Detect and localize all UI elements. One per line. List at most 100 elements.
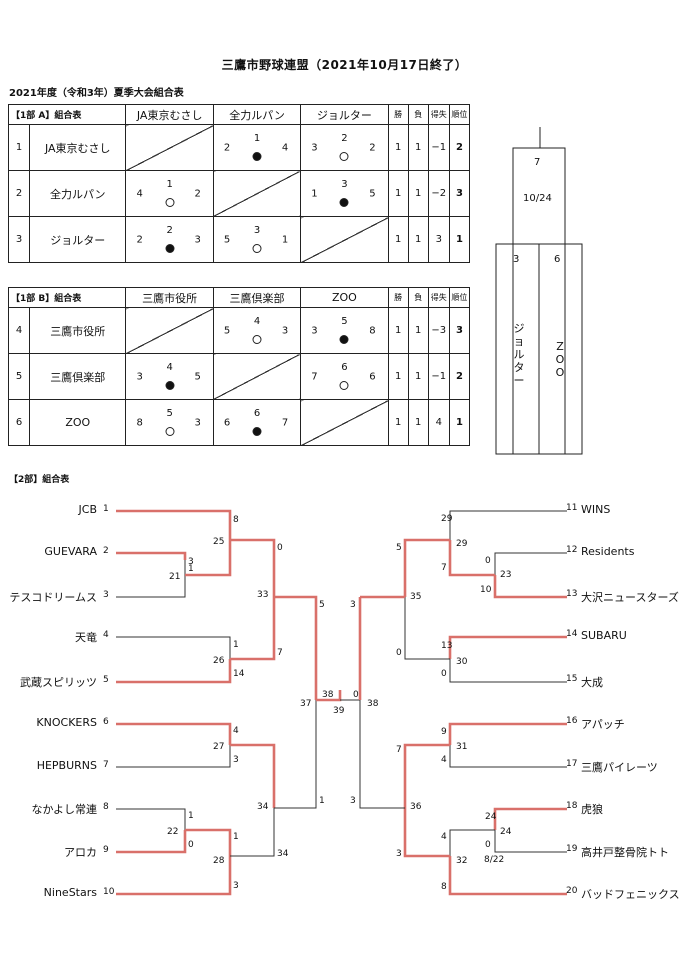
match-score-right: 6 bbox=[369, 371, 376, 382]
tournament-subtitle: 2021年度（令和3年）夏季大会組合表 bbox=[9, 88, 184, 99]
winner-path bbox=[493, 807, 567, 830]
match-cell: 3 5 1 bbox=[212, 216, 302, 263]
match-score-right: 2 bbox=[194, 188, 201, 199]
match-score: 24 bbox=[485, 812, 497, 822]
match-score-left: 5 bbox=[223, 325, 231, 336]
match-score-right: 1 bbox=[281, 234, 289, 245]
match-game-number: 4 bbox=[166, 362, 173, 373]
rank-value: 2 bbox=[448, 124, 471, 171]
winner-path bbox=[116, 830, 187, 854]
loss-mark-icon bbox=[165, 427, 175, 436]
bracket-line bbox=[230, 808, 275, 857]
left-team-name: HEPBURNS bbox=[36, 759, 97, 772]
match-score-left: 6 bbox=[223, 417, 231, 428]
match-score: 1 bbox=[233, 832, 239, 842]
match-score-left: 2 bbox=[136, 234, 143, 245]
loss-mark-icon bbox=[252, 335, 262, 344]
left-team-name: テスコドリームス bbox=[9, 591, 97, 604]
game-number: 22 bbox=[167, 827, 179, 837]
losses-value: 1 bbox=[407, 216, 429, 263]
bracket-line bbox=[116, 636, 231, 659]
match-score: 38 bbox=[322, 690, 334, 700]
winner-path bbox=[230, 538, 276, 597]
team-name: JA東京むさし bbox=[29, 124, 127, 171]
match-game-number: 5 bbox=[166, 408, 173, 419]
group-b-col-2: 三鷹倶楽部 bbox=[212, 287, 302, 308]
match-score: 3 bbox=[188, 557, 194, 567]
bracket-line bbox=[449, 659, 567, 683]
match-score: 10 bbox=[480, 585, 492, 595]
match-score: 3 bbox=[233, 881, 239, 891]
right-team-name: バッドフェニックス bbox=[581, 888, 680, 901]
left-team-name: KNOCKERS bbox=[36, 716, 97, 729]
game-number: 39 bbox=[333, 706, 345, 716]
match-score: 7 bbox=[396, 745, 402, 755]
match-score: 14 bbox=[233, 669, 245, 679]
game-number: 26 bbox=[213, 656, 225, 666]
match-game-number: 2 bbox=[341, 133, 348, 144]
right-team-number: 18 bbox=[566, 801, 578, 811]
left-team-number: 2 bbox=[103, 546, 109, 556]
group-a-table: 【1部 A】組合表 JA東京むさし 全力ルパン ジョルター 勝 負 得失 順位 … bbox=[7, 104, 471, 263]
page-title: 三鷹市野球連盟（2021年10月17日終了） bbox=[221, 58, 468, 72]
group-a-col-2: 全力ルパン bbox=[212, 104, 302, 125]
winner-path bbox=[448, 722, 567, 745]
match-score: 3 bbox=[396, 849, 402, 859]
match-game-number: 5 bbox=[341, 316, 348, 327]
final-right-score: 6 bbox=[554, 254, 561, 265]
self-match-cell bbox=[212, 170, 302, 217]
match-score: 7 bbox=[277, 648, 283, 658]
match-score: 8 bbox=[233, 515, 239, 525]
match-score: 0 bbox=[485, 840, 491, 850]
self-match-cell bbox=[125, 124, 214, 171]
group-b-col-3: ZOO bbox=[300, 287, 389, 308]
match-score-right: 4 bbox=[281, 142, 289, 153]
left-team-name: GUEVARA bbox=[44, 545, 97, 558]
right-team-name: 大成 bbox=[581, 676, 603, 689]
rank-value: 1 bbox=[448, 399, 471, 446]
right-team-name: 大沢ニュースターズ bbox=[581, 591, 679, 604]
final-date: 10/24 bbox=[523, 193, 552, 204]
match-score: 3 bbox=[350, 600, 356, 610]
match-game-number: 3 bbox=[253, 225, 261, 236]
right-team-name: 高井戸整骨院トト bbox=[581, 846, 669, 859]
right-team-number: 16 bbox=[566, 716, 578, 726]
match-game-number: 6 bbox=[341, 362, 348, 373]
match-score-right: 8 bbox=[369, 325, 376, 336]
bracket-line bbox=[494, 552, 567, 575]
left-team-number: 9 bbox=[103, 845, 109, 855]
match-score-left: 4 bbox=[136, 188, 143, 199]
game-number: 30 bbox=[456, 657, 468, 667]
game-number: 35 bbox=[410, 592, 422, 602]
game-number: 32 bbox=[456, 856, 468, 866]
match-score: 5 bbox=[396, 543, 402, 553]
right-team-name: Residents bbox=[581, 545, 635, 558]
match-score-left: 5 bbox=[223, 234, 231, 245]
match-score: 8/22 bbox=[484, 855, 505, 865]
rank-value: 1 bbox=[448, 216, 471, 263]
match-score-right: 5 bbox=[369, 188, 376, 199]
loss-mark-icon bbox=[165, 198, 175, 207]
match-score-left: 3 bbox=[311, 325, 318, 336]
game-number: 28 bbox=[213, 856, 225, 866]
winner-path bbox=[116, 551, 187, 560]
win-mark-icon bbox=[339, 335, 349, 344]
winner-path bbox=[185, 828, 232, 856]
win-mark-icon bbox=[252, 152, 262, 161]
right-team-number: 19 bbox=[566, 844, 578, 854]
self-match-cell bbox=[125, 307, 214, 354]
losses-value: 1 bbox=[407, 399, 429, 446]
match-score-left: 8 bbox=[136, 417, 143, 428]
match-score: 4 bbox=[233, 726, 239, 736]
winner-path bbox=[403, 538, 450, 597]
